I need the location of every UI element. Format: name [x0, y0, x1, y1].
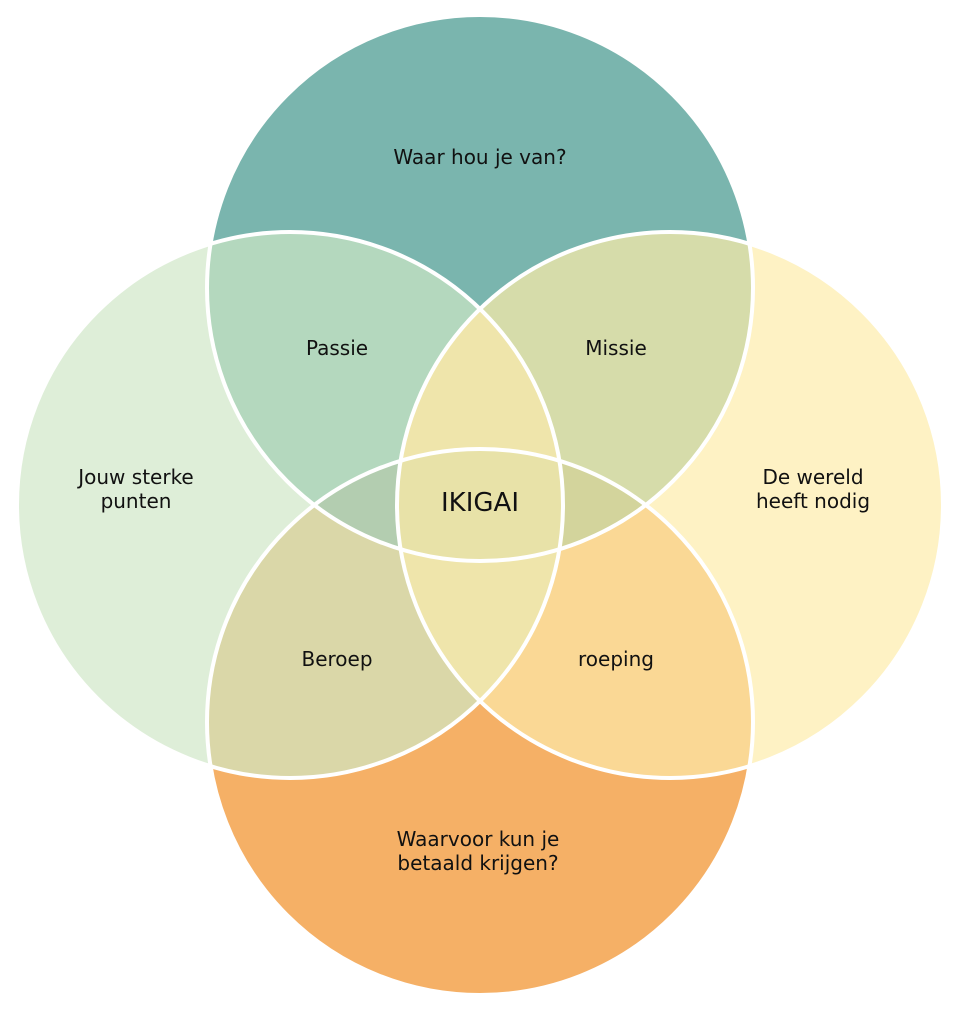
- label-ikigai: IKIGAI: [441, 488, 519, 518]
- label-bottom-line2: betaald krijgen?: [397, 851, 559, 875]
- label-right-line1: De wereld: [762, 465, 864, 489]
- circle-right-outline: [395, 230, 945, 780]
- circle-bottom-outline: [205, 447, 755, 997]
- label-left-line2: punten: [100, 489, 172, 513]
- label-beroep: Beroep: [301, 647, 373, 671]
- circle-left-outline: [15, 230, 565, 780]
- label-right-line2: heeft nodig: [755, 489, 871, 513]
- label-top: Waar hou je van?: [393, 145, 567, 169]
- label-bottom-line1: Waarvoor kun je: [396, 827, 560, 851]
- label-passie: Passie: [305, 336, 369, 360]
- label-missie: Missie: [585, 336, 647, 360]
- label-roeping: roeping: [578, 647, 654, 671]
- label-left-line1: Jouw sterke: [78, 465, 194, 489]
- circle-top-outline: [205, 13, 755, 563]
